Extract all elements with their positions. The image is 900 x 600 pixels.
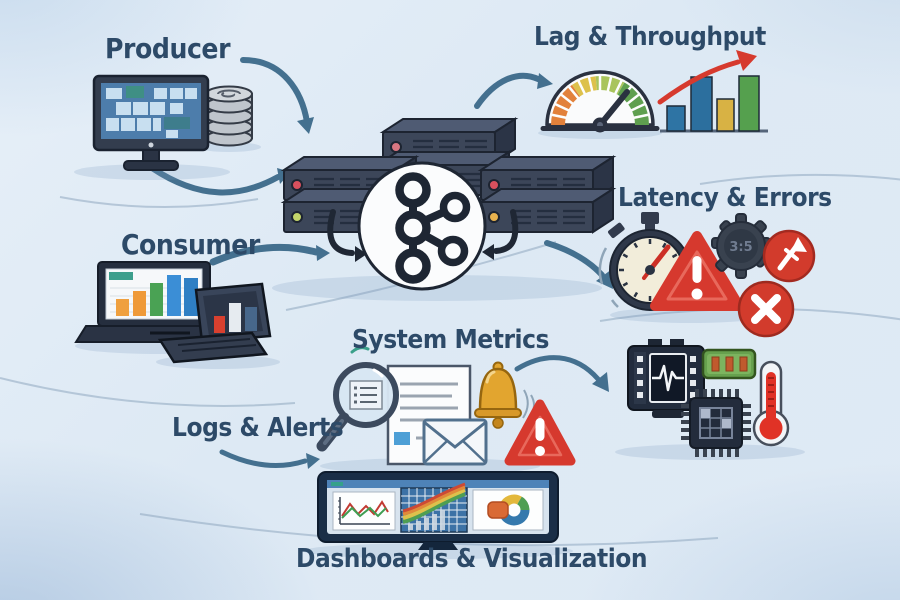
- latency-errors-label: Latency & Errors: [618, 183, 832, 213]
- side-arrows: [327, 209, 519, 262]
- memory-module-icon: [701, 348, 757, 380]
- bell-icon: [474, 361, 535, 429]
- gear-display-text: 3:5: [729, 240, 752, 255]
- consumer-laptops: [74, 261, 280, 369]
- arrow-logs-to-dashboard: [219, 449, 308, 468]
- thermometer-icon: [752, 360, 790, 447]
- warning-triangle-icon: [650, 231, 744, 311]
- database-icon: [205, 85, 253, 147]
- arrow-consumer-to-cluster: [209, 243, 320, 266]
- kafka-logo-icon: [357, 161, 487, 291]
- growth-arrow-icon: [657, 50, 757, 105]
- arrow-cluster-to-latency: [544, 240, 605, 278]
- arrow-cluster-to-gauge: [474, 72, 541, 109]
- kafka-cluster: [272, 117, 615, 301]
- cpu-chip-icon: [681, 389, 751, 457]
- consumer-label: Consumer: [121, 228, 260, 261]
- donut-chart-panel: [472, 489, 544, 531]
- system-metrics-cluster: [316, 346, 576, 474]
- laptop-chart-icon: [74, 261, 234, 343]
- logs-alerts-label: Logs & Alerts: [172, 413, 344, 443]
- hammer-badge-icon: [762, 229, 816, 283]
- gear-icon: 3:5: [711, 213, 771, 279]
- dashboards-label: Dashboards & Visualization: [296, 544, 648, 574]
- laptop-small-icon: [157, 282, 272, 364]
- magnifier-icon: [316, 346, 399, 452]
- latency-errors-icons: 3:5: [598, 212, 816, 338]
- grid-chart-panel: [400, 482, 468, 533]
- arrow-monitor-to-cluster: [149, 165, 281, 196]
- arrow-producer-to-cluster: [240, 57, 310, 125]
- producer-label: Producer: [105, 32, 231, 65]
- producer-workstation: [74, 74, 261, 180]
- bar-chart-icon: [657, 50, 768, 133]
- arrow-metrics-to-hardware: [514, 355, 601, 382]
- pulse-monitor-icon: [627, 339, 705, 418]
- hardware-icons: [615, 339, 805, 460]
- alert-triangle-icon: [504, 399, 576, 466]
- lag-throughput-label: Lag & Throughput: [534, 22, 766, 52]
- line-chart-panel: [332, 491, 396, 531]
- desktop-monitor-icon: [92, 74, 210, 171]
- envelope-icon: [422, 418, 488, 466]
- dashboard-monitor-icon: [303, 471, 573, 559]
- system-metrics-label: System Metrics: [352, 325, 550, 355]
- error-x-icon: [737, 280, 795, 338]
- gauge-icon: [538, 70, 662, 139]
